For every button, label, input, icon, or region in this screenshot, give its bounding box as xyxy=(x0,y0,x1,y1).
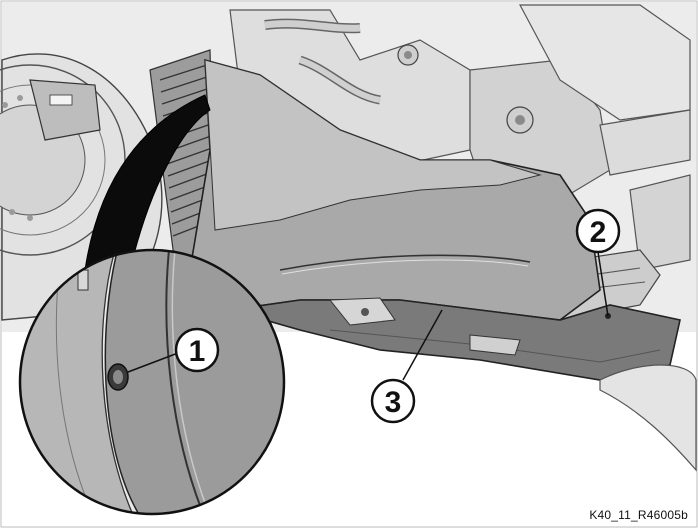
rear-wheel xyxy=(599,364,697,472)
callout-2-number: 2 xyxy=(590,216,607,249)
lower-fairing-panel xyxy=(189,58,681,381)
magnified-detail xyxy=(18,248,286,516)
callout-1-number: 1 xyxy=(189,335,206,368)
callout-3: 3 xyxy=(370,378,416,424)
callout-3-leader xyxy=(402,309,443,381)
figure-reference-code: K40_11_R46005b xyxy=(589,508,688,522)
callout-1-leader xyxy=(127,352,179,373)
callout-2: 2 xyxy=(575,208,621,254)
callout-1: 1 xyxy=(174,327,220,373)
callout-3-number: 3 xyxy=(385,386,402,419)
callout-2-leader xyxy=(597,251,609,317)
